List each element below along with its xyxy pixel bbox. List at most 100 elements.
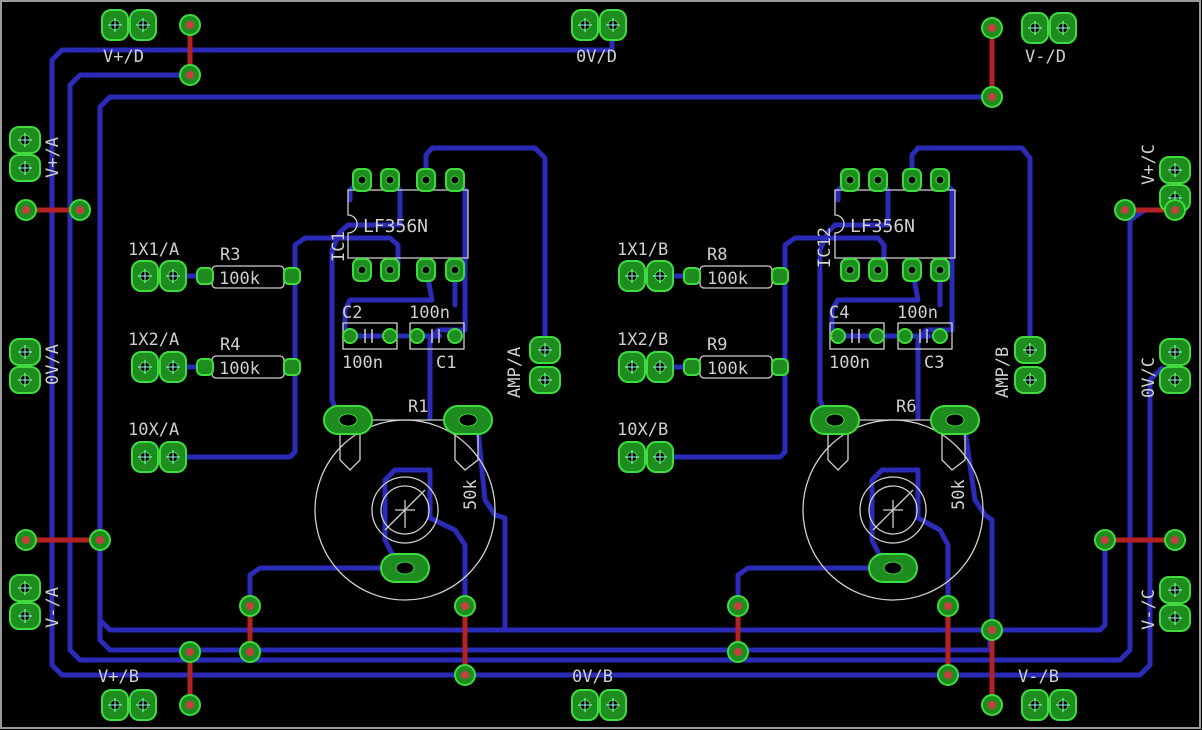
label-c4: C4 <box>829 303 849 323</box>
connector-pin <box>9 126 41 154</box>
connector-pin <box>1049 12 1077 44</box>
label-vplus-a: V+/A <box>43 137 63 178</box>
label-10x-b: 10X/B <box>617 420 668 440</box>
input-connector-pin <box>159 351 187 383</box>
label-c1: C1 <box>436 353 456 373</box>
label-0v-d: 0V/D <box>576 47 617 67</box>
capacitor-symbols <box>364 329 928 343</box>
ic-pin <box>868 168 888 192</box>
label-c2: C2 <box>342 303 362 323</box>
via <box>981 17 1003 39</box>
pot-pad <box>443 405 493 435</box>
via <box>981 694 1003 716</box>
label-r3-value: 100k <box>219 269 260 289</box>
amp-connector-pin <box>1014 366 1046 394</box>
label-10x-a: 10X/A <box>128 420 179 440</box>
capacitor-pad <box>869 328 885 344</box>
ic-pin <box>352 168 372 192</box>
label-ic12: IC12 <box>815 227 835 268</box>
label-0v-b: 0V/B <box>572 667 613 687</box>
resistor-pad <box>196 358 214 376</box>
ic-pin <box>868 258 888 282</box>
capacitor-pad <box>830 328 846 344</box>
ic-pin <box>902 258 922 282</box>
label-vplus-c: V+/C <box>1139 144 1159 185</box>
amp-connector-pin <box>1014 336 1046 364</box>
label-1x1-a: 1X1/A <box>128 240 179 260</box>
pot-pad <box>380 553 430 583</box>
ic-pin <box>416 258 436 282</box>
label-r8: R8 <box>707 245 727 265</box>
label-r4: R4 <box>220 335 240 355</box>
ic-pin <box>840 258 860 282</box>
via <box>179 641 201 663</box>
capacitor-pad <box>342 328 358 344</box>
connector-pin <box>571 689 599 721</box>
connector-pin <box>9 574 41 602</box>
via <box>179 694 201 716</box>
pot-pad <box>930 405 980 435</box>
connector-pin <box>1021 689 1049 721</box>
via <box>981 86 1003 108</box>
capacitor-pad <box>932 328 948 344</box>
label-r3: R3 <box>220 245 240 265</box>
connector-pin <box>1159 576 1191 604</box>
label-r8-value: 100k <box>707 269 748 289</box>
via <box>1114 199 1136 221</box>
label-ic12-part: LF356N <box>850 216 915 237</box>
pads <box>9 9 1191 721</box>
amp-connector-pin <box>529 366 561 394</box>
connector-pin <box>1049 689 1077 721</box>
label-r1: R1 <box>408 397 428 417</box>
capacitor-pad <box>382 328 398 344</box>
label-c2-value: 100n <box>342 353 383 373</box>
connector-pin <box>9 602 41 630</box>
label-vminus-b: V-/B <box>1018 667 1059 687</box>
label-r1-value: 50k <box>461 479 481 510</box>
label-vplus-b: V+/B <box>98 667 139 687</box>
ic-pin <box>352 258 372 282</box>
label-r6: R6 <box>896 397 916 417</box>
label-c4-value: 100n <box>829 353 870 373</box>
label-ic1: IC1 <box>329 231 349 262</box>
via <box>1164 529 1186 551</box>
input-connector-pin <box>646 351 674 383</box>
label-amp-a: AMP/A <box>505 347 525 398</box>
input-connector-pin <box>131 260 159 292</box>
input-connector-pin <box>131 441 159 473</box>
ic-pin <box>930 258 950 282</box>
label-r9-value: 100k <box>707 359 748 379</box>
ic-pin <box>445 258 465 282</box>
connector-pin <box>1159 366 1191 394</box>
via <box>15 529 37 551</box>
connector-pin <box>129 689 157 721</box>
connector-pin <box>1159 338 1191 366</box>
label-vminus-a: V-/A <box>43 587 63 628</box>
via <box>727 595 749 617</box>
resistor-pad <box>283 358 301 376</box>
connector-pin <box>1021 12 1049 44</box>
pot-pad <box>810 405 860 435</box>
via <box>937 595 959 617</box>
capacitor-pad <box>897 328 913 344</box>
input-connector-pin <box>159 260 187 292</box>
amp-connector-pin <box>529 336 561 364</box>
capacitor-pad <box>409 328 425 344</box>
resistor-pad <box>283 267 301 285</box>
label-amp-b: AMP/B <box>993 347 1013 398</box>
input-connector-pin <box>618 260 646 292</box>
pot-pad <box>868 553 918 583</box>
input-connector-pin <box>646 260 674 292</box>
input-connector-pin <box>646 441 674 473</box>
label-ic1-part: LF356N <box>363 216 428 237</box>
connector-pin <box>9 154 41 182</box>
label-r4-value: 100k <box>219 359 260 379</box>
ic-pin <box>902 168 922 192</box>
connector-pin <box>599 9 627 41</box>
ic-pin <box>445 168 465 192</box>
connector-pin <box>571 9 599 41</box>
via <box>239 641 261 663</box>
connector-pin <box>101 9 129 41</box>
via <box>239 595 261 617</box>
